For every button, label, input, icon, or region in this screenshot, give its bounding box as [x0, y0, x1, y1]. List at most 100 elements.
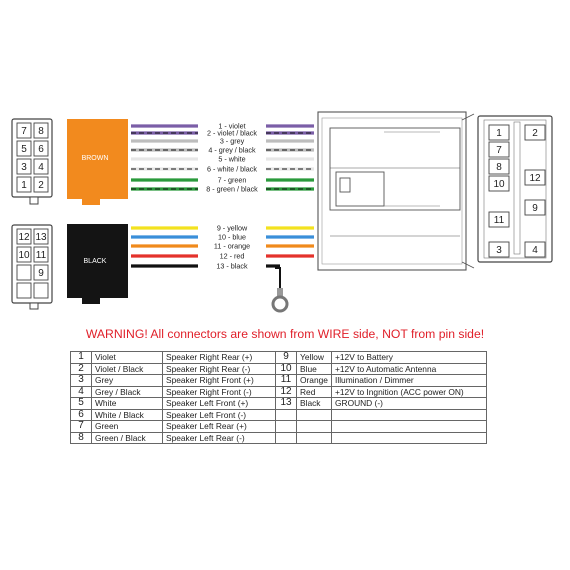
warning-text: WARNING! All connectors are shown from W…: [85, 327, 485, 341]
adapter-pin-label: 2: [532, 128, 538, 139]
pin-function-cell: Speaker Left Front (-): [162, 408, 276, 421]
brown-pin-cell: [16, 140, 32, 157]
pin-number-cell: 2: [70, 362, 92, 375]
black-pin-label: 13: [35, 232, 47, 243]
pin-number-cell: 5: [70, 397, 92, 410]
adapter-pin-cell: [488, 158, 510, 175]
wire-color-cell: [296, 431, 332, 444]
wire-label: 12 - red: [220, 252, 245, 261]
adapter-block: [317, 111, 475, 271]
wire-label: 9 - yellow: [217, 224, 248, 233]
wire-label: 1 - violet: [218, 122, 245, 131]
pin-function-cell: Speaker Right Rear (+): [162, 351, 276, 364]
pin-function-cell: +12V to Automatic Antenna: [331, 362, 487, 375]
brown-pin-cell: [16, 176, 32, 193]
pin-number-cell: 1: [70, 351, 92, 364]
pin-function-cell: [331, 420, 487, 433]
brown-pin-cell: [33, 176, 49, 193]
wire-label: 5 - white: [218, 155, 245, 164]
ground-ring-terminal: [271, 267, 289, 313]
adapter-pin-cell: [488, 124, 510, 141]
adapter-pin-cell: [488, 241, 510, 258]
pin-number-cell: 10: [275, 362, 297, 375]
wire-label: 7 - green: [218, 176, 247, 185]
wire-color-cell: Blue: [296, 362, 332, 375]
black-connector-label: BLACK: [84, 258, 107, 265]
wire-color-cell: [296, 420, 332, 433]
pin-function-cell: Speaker Left Rear (+): [162, 420, 276, 433]
wire-label: 4 - grey / black: [208, 146, 256, 155]
black-pin-label: 10: [18, 250, 30, 261]
adapter-pin-label: 1: [496, 128, 502, 139]
adapter-pin-cell: [488, 141, 510, 158]
brown-pin-cell: [33, 140, 49, 157]
wire-color-cell: Grey / Black: [91, 385, 163, 398]
brown-pin-label: 7: [21, 126, 27, 137]
black-pin-cell: [16, 228, 32, 245]
pin-function-cell: Speaker Left Front (+): [162, 397, 276, 410]
wire-color-cell: Black: [296, 397, 332, 410]
pin-number-cell: [275, 431, 297, 444]
adapter-pin-cell: [488, 175, 510, 192]
pin-number-cell: 7: [70, 420, 92, 433]
black-pin-label: 11: [36, 250, 47, 261]
wire-color-cell: Green / Black: [91, 431, 163, 444]
adapter-pin-label: 3: [496, 245, 502, 256]
wire-label: 10 - blue: [218, 233, 246, 242]
adapter-pin-label: 11: [494, 215, 505, 226]
wire-label: 13 - black: [216, 262, 248, 271]
black-pin-cell: [33, 264, 49, 281]
black-connector: BLACK: [67, 224, 128, 304]
pin-number-cell: 4: [70, 385, 92, 398]
wire-color-cell: Grey: [91, 374, 163, 387]
wire-color-cell: Orange: [296, 374, 332, 387]
brown-pin-cell: [16, 122, 32, 139]
wire-label: 2 - violet / black: [207, 129, 257, 138]
pin-number-cell: 9: [275, 351, 297, 364]
pin-number-cell: 8: [70, 431, 92, 444]
wire-label: 11 - orange: [214, 242, 250, 251]
wire-color-cell: Green: [91, 420, 163, 433]
brown-pin-label: 6: [38, 144, 44, 155]
adapter-pin-cell: [524, 241, 546, 258]
wire-color-cell: White / Black: [91, 408, 163, 421]
adapter-pin-cell: [524, 124, 546, 141]
wire-label: 8 - green / black: [206, 185, 258, 194]
pin-number-cell: 11: [275, 374, 297, 387]
black-pin-cell: [16, 282, 32, 299]
brown-pin-label: 3: [21, 162, 27, 173]
black-pin-cell: [16, 246, 32, 263]
brown-connector: BROWN: [67, 119, 128, 205]
pin-number-cell: [275, 420, 297, 433]
brown-connector-label: BROWN: [82, 155, 109, 162]
adapter-pin-label: 12: [529, 173, 541, 184]
adapter-pin-cell: [524, 199, 546, 216]
adapter-pin-cell: [488, 211, 510, 228]
wire-color-cell: Violet / Black: [91, 362, 163, 375]
pin-number-cell: 3: [70, 374, 92, 387]
brown-pin-label: 5: [21, 144, 27, 155]
brown-pin-cell: [33, 158, 49, 175]
pin-function-cell: Speaker Left Rear (-): [162, 431, 276, 444]
black-pin-cell: [33, 246, 49, 263]
wire-color-cell: Violet: [91, 351, 163, 364]
pin-function-cell: +12V to Battery: [331, 351, 487, 364]
pin-number-cell: [275, 408, 297, 421]
pin-number-cell: 12: [275, 385, 297, 398]
brown-pin-cell: [33, 122, 49, 139]
wire-color-cell: White: [91, 397, 163, 410]
black-pin-label: 9: [38, 268, 44, 279]
brown-pin-label: 1: [21, 180, 27, 191]
adapter-pin-label: 9: [532, 203, 538, 214]
brown-pin-label: 8: [38, 126, 44, 137]
